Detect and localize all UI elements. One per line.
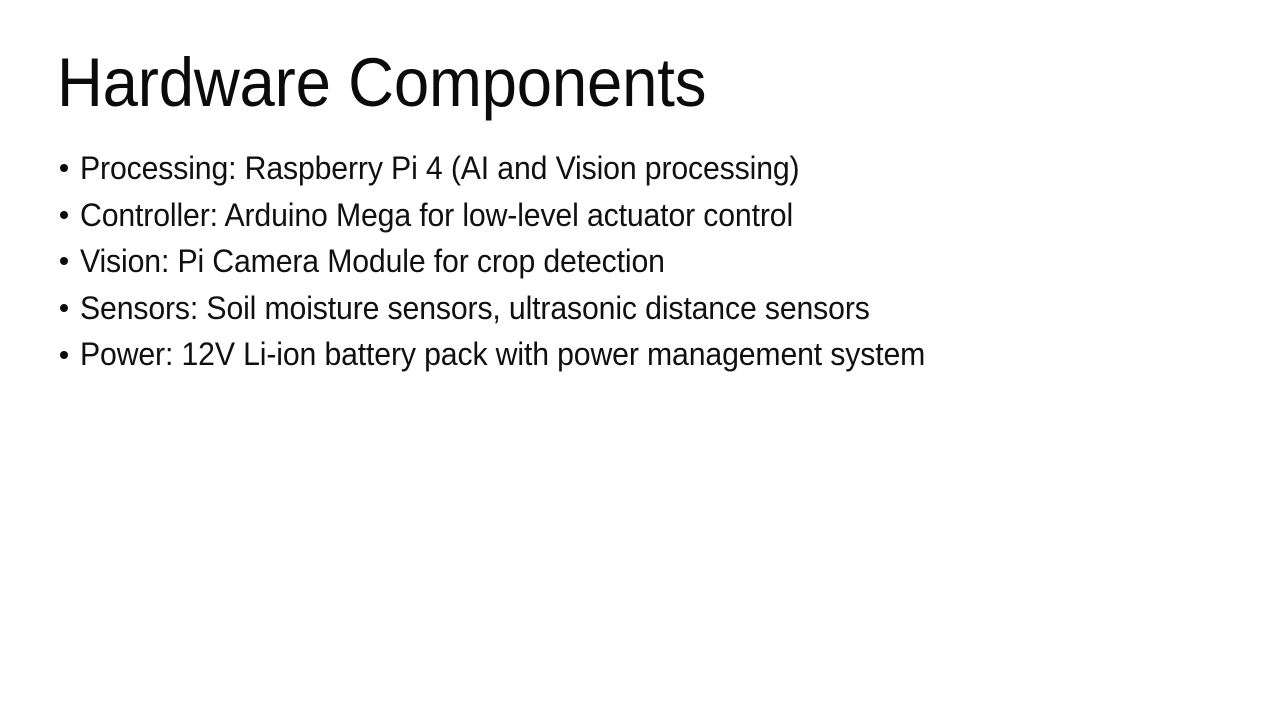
list-item-label: Controller: Arduino Mega for low-level a… <box>80 196 794 233</box>
bullet-dot-icon <box>60 164 68 173</box>
bullet-dot-icon <box>60 350 68 359</box>
list-item-label: Power: 12V Li-ion battery pack with powe… <box>80 336 926 373</box>
bullet-dot-icon <box>60 304 68 313</box>
bullet-dot-icon <box>60 210 68 219</box>
list-item-label: Vision: Pi Camera Module for crop detect… <box>80 243 665 280</box>
page-title: Hardware Components <box>57 44 707 121</box>
bullet-dot-icon <box>60 257 68 266</box>
list-item: Sensors: Soil moisture sensors, ultrason… <box>58 285 1238 332</box>
list-item: Processing: Raspberry Pi 4 (AI and Visio… <box>58 145 1238 192</box>
list-item-label: Sensors: Soil moisture sensors, ultrason… <box>80 289 870 326</box>
hardware-components-list: Processing: Raspberry Pi 4 (AI and Visio… <box>58 145 1238 378</box>
list-item: Power: 12V Li-ion battery pack with powe… <box>58 331 1238 378</box>
list-item: Vision: Pi Camera Module for crop detect… <box>58 238 1238 285</box>
list-item-label: Processing: Raspberry Pi 4 (AI and Visio… <box>80 150 800 186</box>
list-item: Controller: Arduino Mega for low-level a… <box>58 192 1238 239</box>
